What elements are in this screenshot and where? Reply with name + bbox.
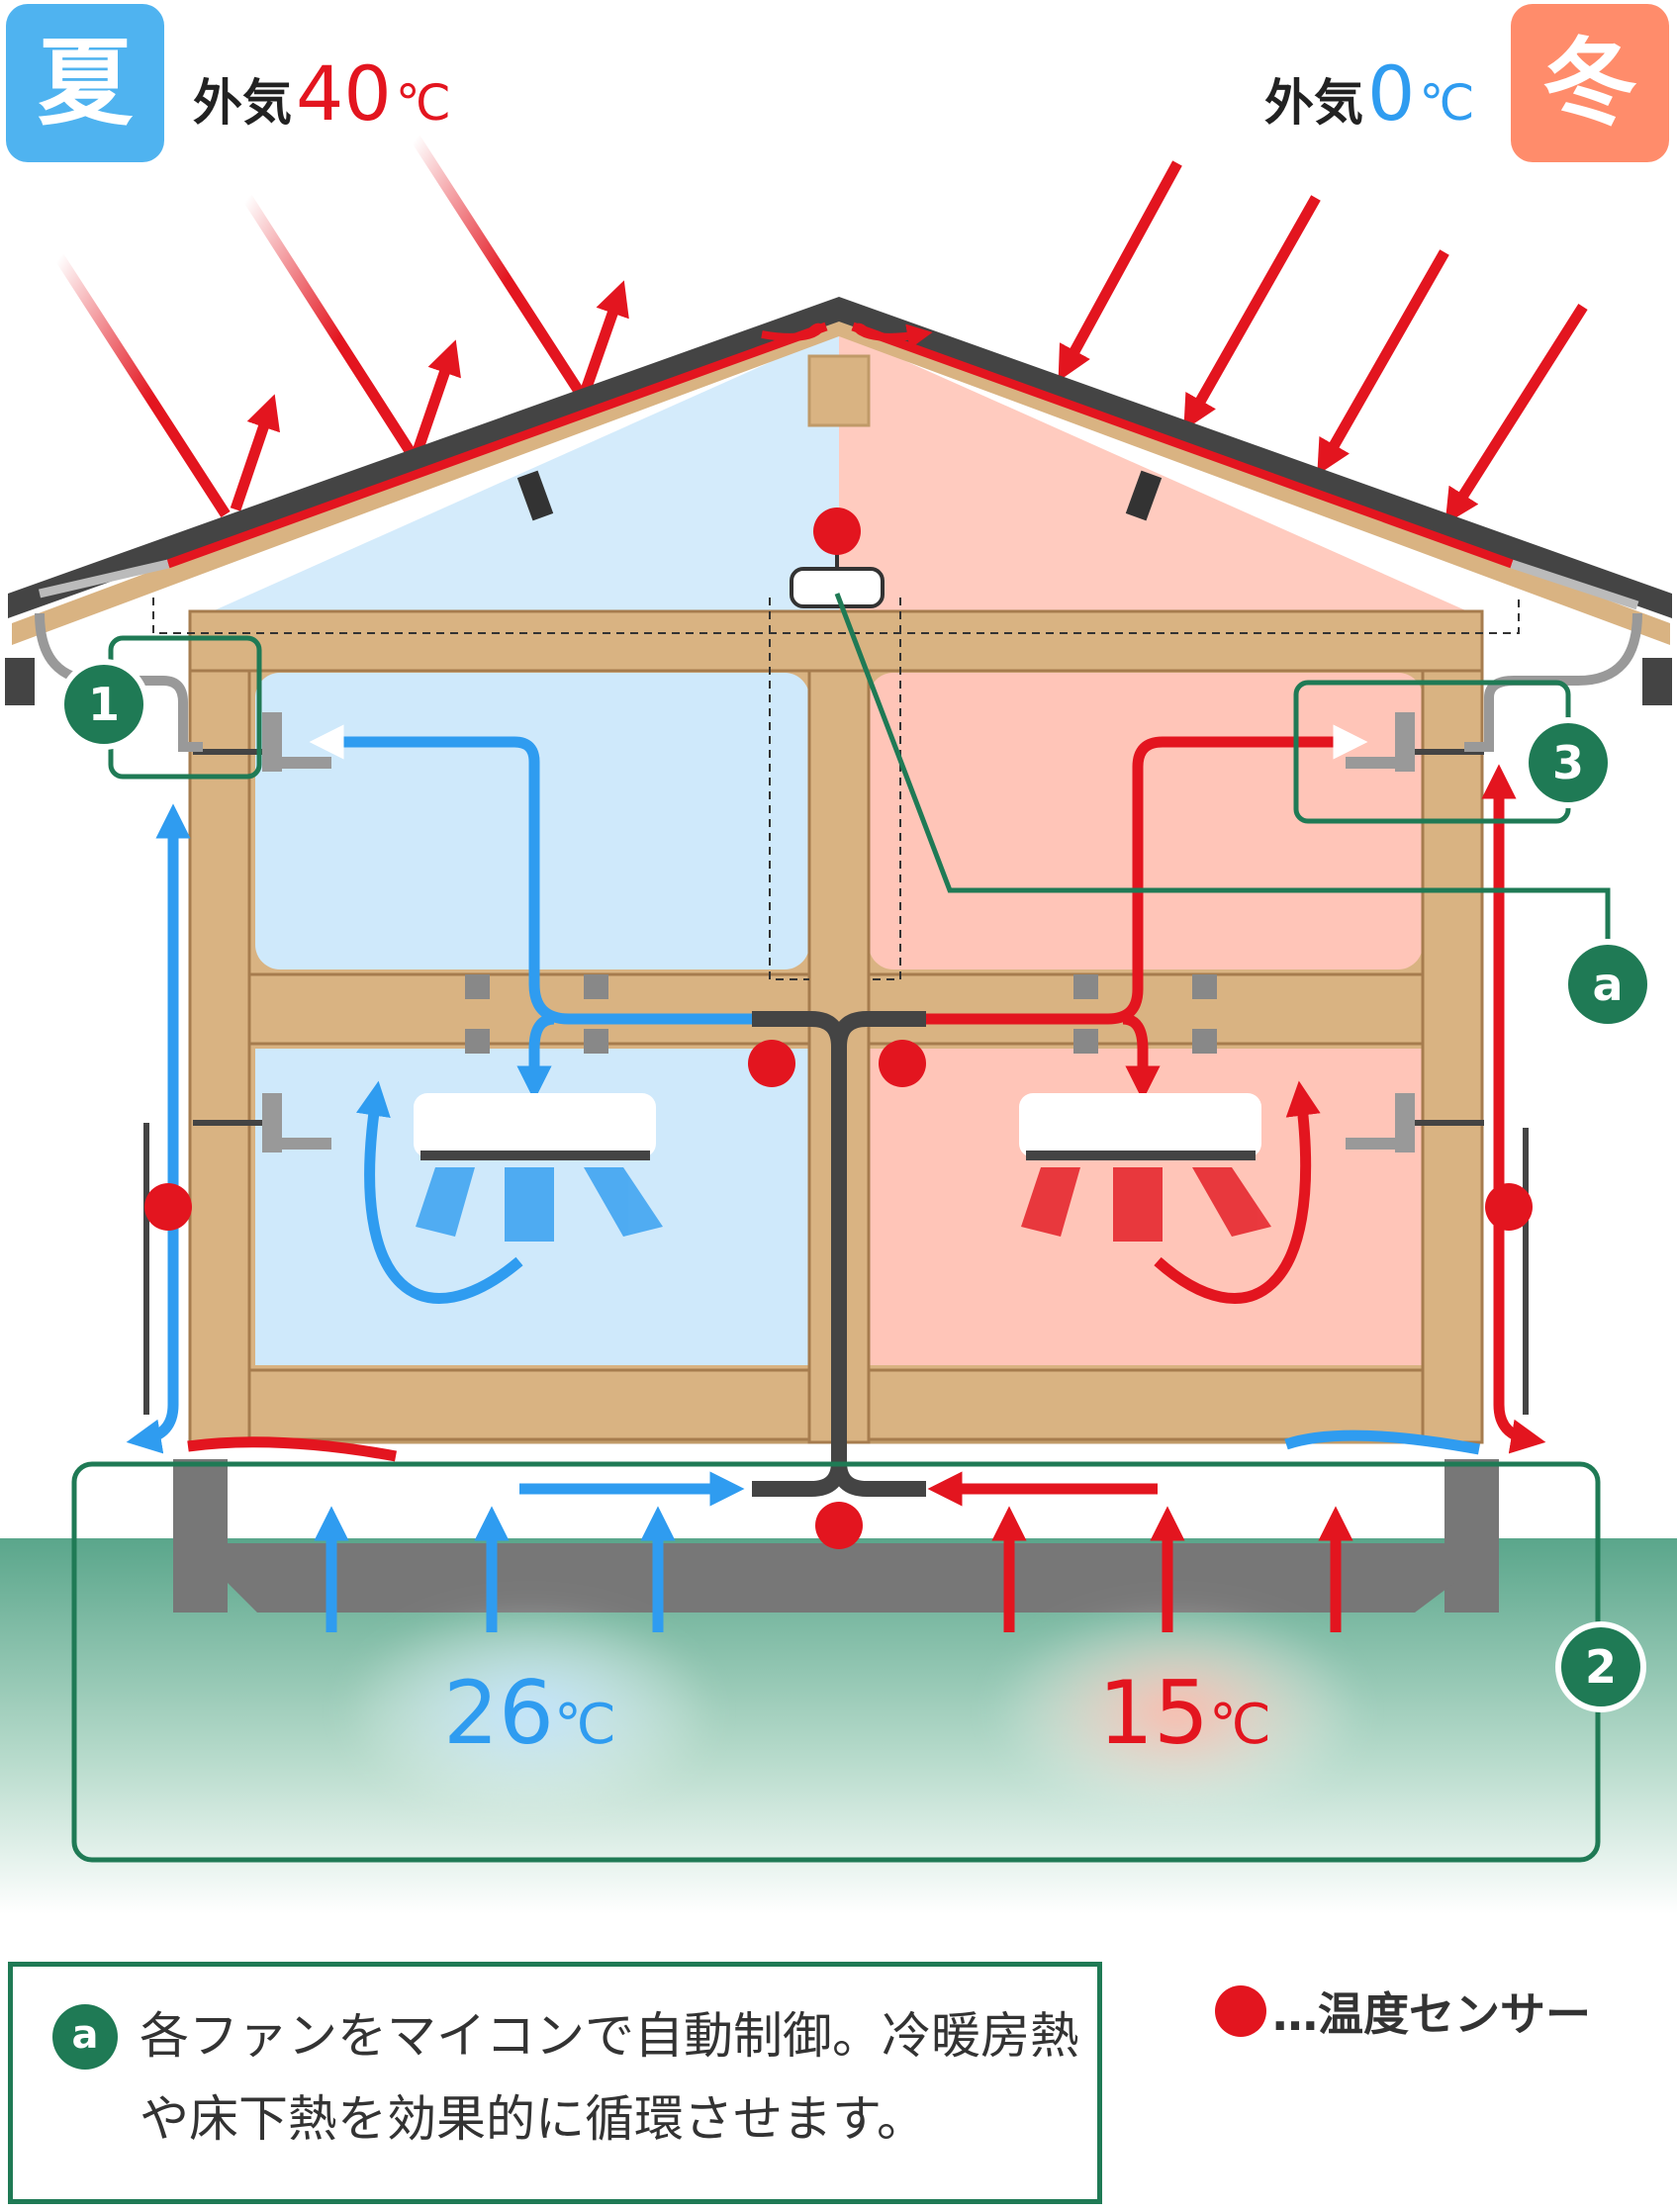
controller-unit <box>790 567 885 608</box>
winter-outside-prefix: 外気 <box>1264 74 1363 132</box>
summer-badge: 夏 <box>6 4 164 162</box>
underfloor-glow-summer <box>341 1603 717 1820</box>
summer-outside-temp: 外気 40 ℃ <box>193 49 451 138</box>
joint-brackets <box>465 974 1217 1054</box>
note-badge-a: a <box>52 2004 118 2070</box>
underfloor-glow-winter <box>989 1603 1365 1820</box>
wall-fans <box>262 712 1415 1152</box>
eave-duct-right <box>1464 612 1642 752</box>
sensor-legend-label: …温度センサー <box>1272 1987 1591 2041</box>
winter-outside-value: 0 <box>1367 49 1416 138</box>
underfloor-summer-value: 26 <box>443 1662 554 1764</box>
badge-1: 1 <box>64 665 143 744</box>
summer-outside-prefix: 外気 <box>193 74 292 132</box>
sensor-legend-dot <box>1215 1985 1266 2037</box>
winter-outside-temp: 外気 0 ℃ <box>1264 49 1475 138</box>
wall-ducts <box>143 749 1529 1415</box>
badge-2: 2 <box>1561 1627 1640 1706</box>
air-conditioner-summer <box>414 1093 663 1242</box>
underfloor-summer-temp: 26 ℃ <box>443 1662 616 1764</box>
note-box: a 各ファンをマイコンで自動制御。冷暖房熱や床下熱を効果的に循環させます。 <box>8 1962 1102 2204</box>
sensor-legend: …温度センサー <box>1215 1979 1591 2044</box>
note-text: 各ファンをマイコンで自動制御。冷暖房熱や床下熱を効果的に循環させます。 <box>140 2007 1079 2148</box>
badge-3: 3 <box>1529 723 1608 802</box>
temperature-sensors <box>144 507 1533 1549</box>
winter-badge: 冬 <box>1511 4 1669 162</box>
roof <box>5 297 1672 705</box>
underfloor-summer-unit: ℃ <box>553 1693 616 1757</box>
attic-winter-fill <box>839 331 1472 613</box>
winter-airflow <box>187 724 1546 1632</box>
winter-cold-arrows <box>1058 160 1588 524</box>
control-line <box>834 593 1611 945</box>
summer-outside-value: 40 <box>296 49 392 138</box>
underfloor-winter-unit: ℃ <box>1208 1693 1271 1757</box>
summer-outside-unit: ℃ <box>395 74 451 132</box>
summer-airflow <box>126 724 1481 1632</box>
winter-outside-unit: ℃ <box>1419 74 1475 132</box>
attic-summer-fill <box>208 331 839 613</box>
underfloor-winter-value: 15 <box>1098 1662 1209 1764</box>
ridge-exhaust-arrows <box>761 327 920 337</box>
badge-a: a <box>1568 945 1647 1024</box>
air-conditioner-winter <box>1019 1093 1271 1242</box>
underfloor-winter-temp: 15 ℃ <box>1098 1662 1271 1764</box>
central-duct <box>752 1011 926 1497</box>
summer-heat-rays <box>54 136 629 517</box>
